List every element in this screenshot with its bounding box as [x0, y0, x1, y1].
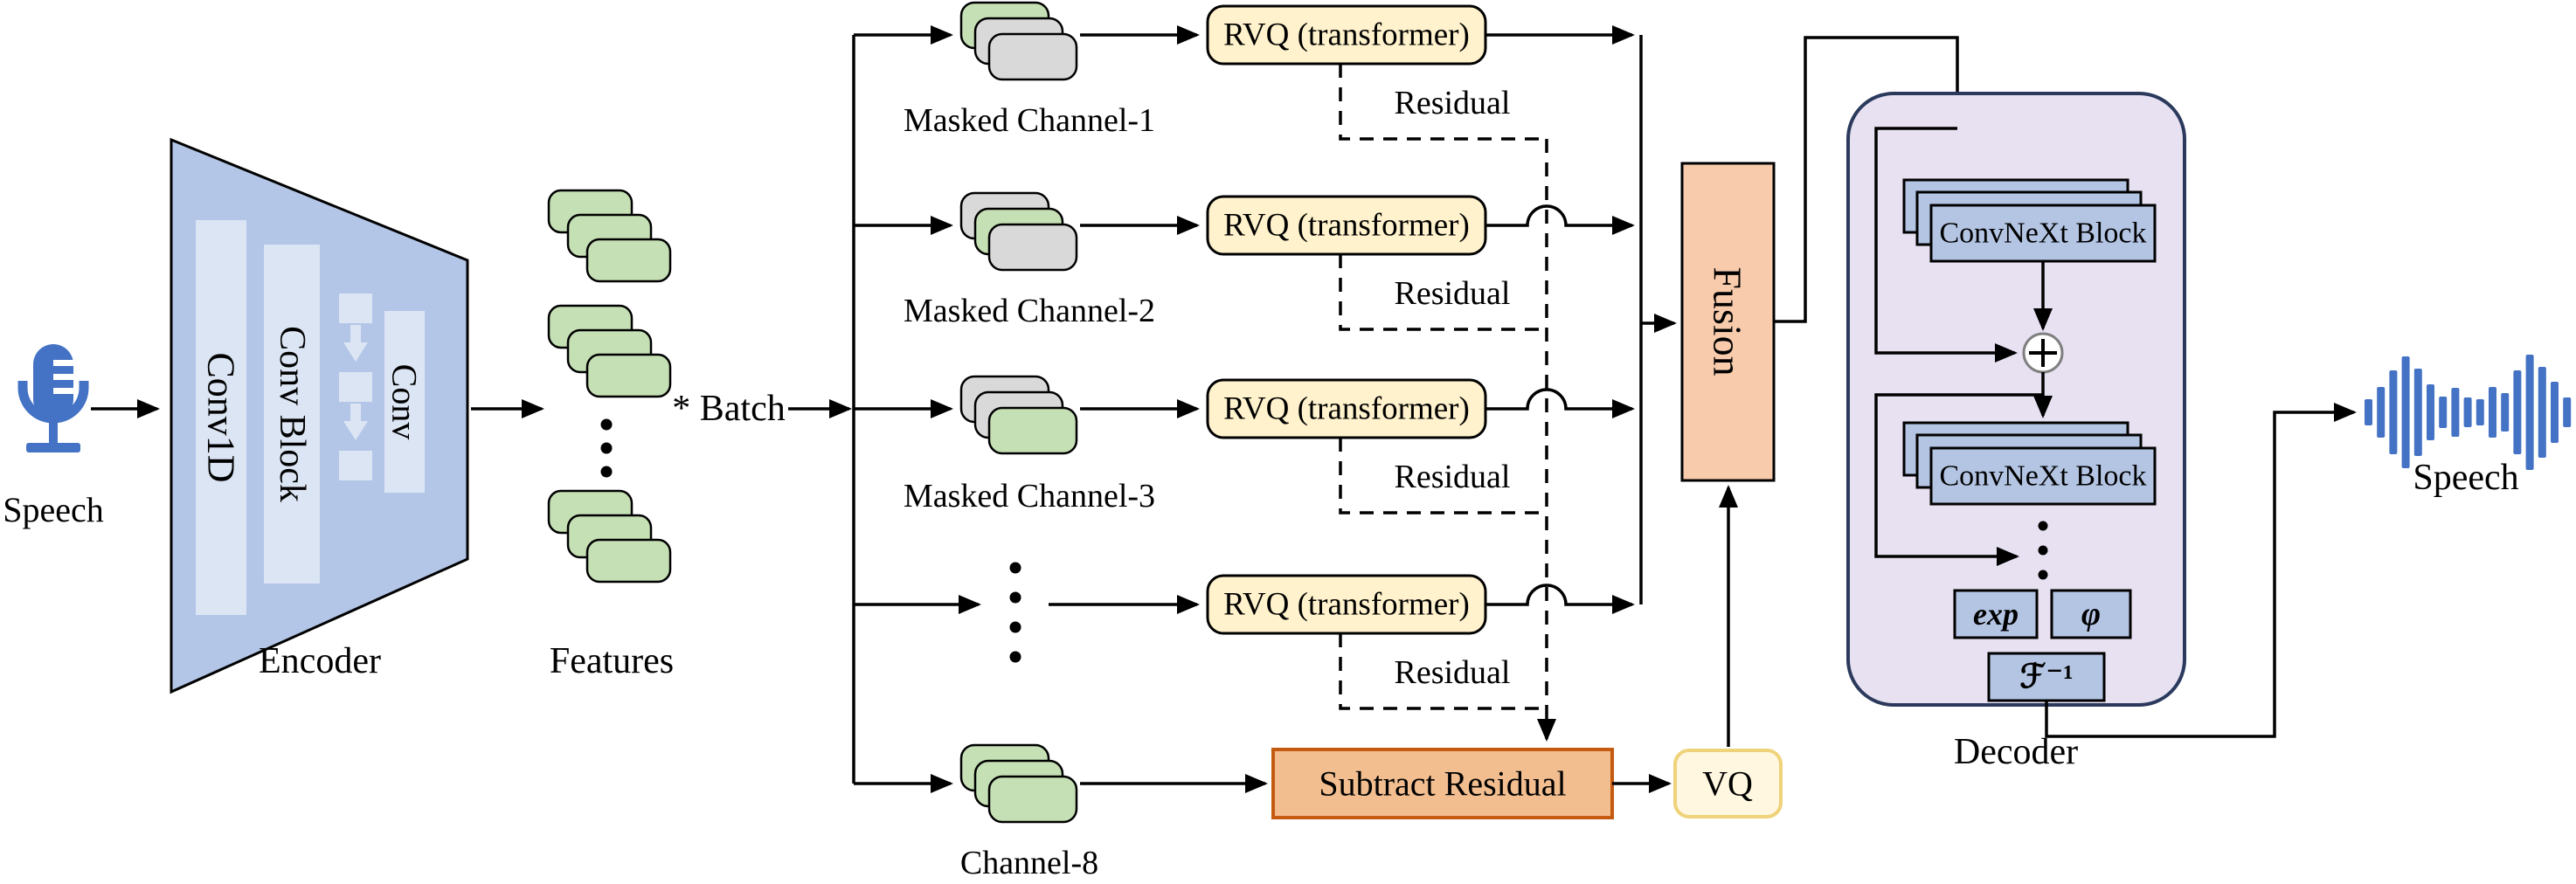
skip-connection-1	[1874, 127, 2018, 363]
channel-2-stack	[959, 191, 1078, 272]
inverse-fourier-label: ℱ⁻¹	[2019, 659, 2073, 695]
waveform-icon	[2365, 355, 2572, 470]
residual-path-2	[1339, 254, 1547, 331]
features-dots-icon	[600, 418, 613, 478]
residual-path-3	[1339, 438, 1547, 515]
rvq-box-3: RVQ (transformer)	[1206, 378, 1487, 439]
waveform-bar	[2413, 369, 2422, 456]
microphone-icon	[17, 344, 89, 452]
rvq2-output-arrow	[1485, 204, 1635, 235]
features-stack-2	[547, 304, 672, 398]
channel-8-label: Channel-8	[960, 845, 1098, 881]
decoder-label: Decoder	[1954, 732, 2078, 772]
encoder-convblock-box	[264, 245, 320, 584]
channel-2-label: Masked Channel-2	[904, 293, 1155, 329]
residual-label-1: Residual	[1395, 85, 1511, 121]
encoder-conv-label: Conv	[385, 364, 425, 440]
subtract-residual-box: Subtract Residual	[1271, 748, 1614, 819]
waveform-bar	[2551, 382, 2559, 443]
waveform-bar	[2451, 388, 2460, 437]
rvq-label-3: RVQ (transformer)	[1223, 391, 1470, 427]
skip-connection-2	[1874, 393, 2043, 566]
speech-output-label: Speech	[2413, 458, 2518, 498]
exp-box: exp	[1953, 589, 2039, 639]
channel-dots-icon	[1009, 562, 1021, 663]
rvq-label-2: RVQ (transformer)	[1223, 208, 1470, 244]
residual-label-2: Residual	[1395, 275, 1511, 312]
rvq4-output-arrow	[1485, 584, 1635, 614]
encoder-convblock-label: Conv Block	[272, 326, 312, 502]
encoder-conv1d-label: Conv1D	[200, 352, 243, 482]
encoder-conv1d-box	[196, 220, 246, 615]
rvq-box-2: RVQ (transformer)	[1206, 195, 1487, 256]
fusion-output-path	[1774, 36, 1967, 323]
waveform-bar	[2513, 370, 2522, 454]
encoder-label: Encoder	[259, 641, 381, 681]
channel-3-stack	[959, 375, 1078, 455]
plus-icon	[2029, 339, 2057, 367]
waveform-bar	[2563, 397, 2572, 427]
waveform-bar	[2525, 355, 2534, 470]
convnext-stack-1	[1902, 178, 2157, 263]
subtract-residual-label: Subtract Residual	[1319, 764, 1566, 804]
decoder-dots-icon	[2038, 521, 2048, 580]
waveform-bar	[2377, 387, 2386, 438]
rvq-box-1: RVQ (transformer)	[1206, 4, 1487, 66]
encoder-mini-flow-icon	[339, 294, 372, 480]
rvq-label-1: RVQ (transformer)	[1223, 17, 1470, 53]
waveform-bar	[2538, 367, 2546, 458]
residual-label-3: Residual	[1395, 459, 1511, 495]
waveform-bar	[2489, 387, 2496, 438]
encoder-block: Conv1D Conv Block Conv	[170, 137, 469, 694]
add-node	[2022, 332, 2064, 374]
inverse-fourier-box: ℱ⁻¹	[1987, 652, 2106, 702]
waveform-bar	[2476, 399, 2484, 425]
phi-label: φ	[2081, 596, 2101, 632]
features-label: Features	[550, 641, 674, 681]
rvq3-output-arrow	[1485, 388, 1635, 418]
speech-input-label: Speech	[3, 490, 104, 529]
rvq-label-4: RVQ (transformer)	[1223, 587, 1470, 623]
convnext-stack-2	[1902, 421, 2157, 506]
channel-3-label: Masked Channel-3	[904, 478, 1155, 515]
fusion-box: Fusion	[1680, 162, 1776, 482]
channel-8-stack	[959, 743, 1078, 824]
rvq-box-4: RVQ (transformer)	[1206, 574, 1487, 635]
features-stack-1	[547, 189, 672, 283]
exp-label: exp	[1973, 597, 2019, 632]
waveform-bar	[2401, 356, 2410, 468]
residual-label-4: Residual	[1395, 654, 1511, 691]
features-stack-3	[547, 489, 672, 584]
batch-label: * Batch	[672, 389, 785, 429]
residual-path-1	[1339, 64, 1547, 141]
channel-1-label: Masked Channel-1	[904, 102, 1155, 139]
waveform-bar	[2463, 397, 2472, 427]
residual-path-4	[1339, 633, 1547, 710]
waveform-bar	[2427, 384, 2434, 440]
waveform-bar	[2389, 370, 2398, 454]
vq-label: VQ	[1702, 764, 1753, 804]
encoder-conv-box	[384, 311, 425, 493]
convnext-label-2: ConvNeXt Block	[1939, 460, 2146, 493]
waveform-bar	[2365, 399, 2372, 425]
decoder-output-path	[2045, 403, 2357, 738]
waveform-bar	[2501, 393, 2510, 432]
fusion-label: Fusion	[1706, 266, 1750, 376]
phi-box: φ	[2050, 589, 2132, 639]
convnext-label-1: ConvNeXt Block	[1939, 218, 2146, 250]
vq-box: VQ	[1673, 749, 1783, 818]
waveform-bar	[2439, 397, 2448, 428]
channel-1-stack	[959, 1, 1078, 81]
